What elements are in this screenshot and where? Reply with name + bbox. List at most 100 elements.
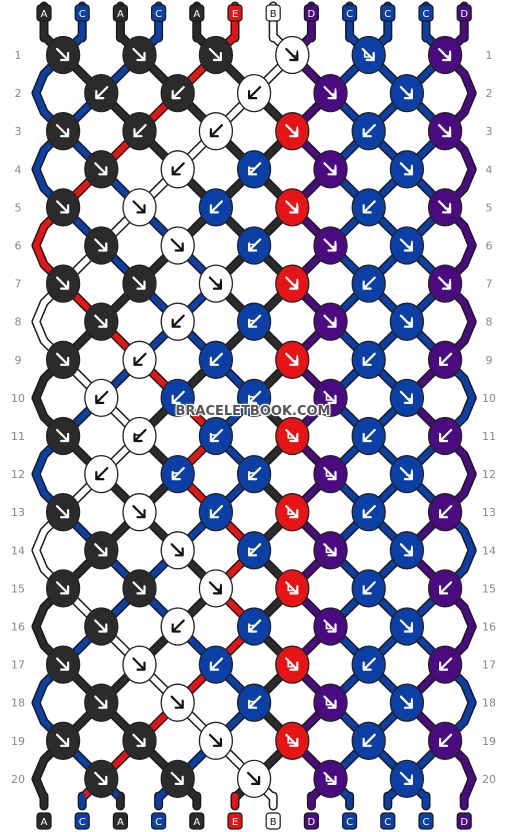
knot-direction-icon <box>132 47 146 62</box>
row-number-left: 6 <box>15 240 22 253</box>
knot <box>198 721 234 760</box>
knot <box>198 35 234 75</box>
thread-segment <box>461 147 476 173</box>
knot <box>122 112 157 151</box>
knot-direction-icon <box>439 505 453 519</box>
knot-direction-icon <box>95 467 109 481</box>
knot-direction-icon <box>209 657 223 671</box>
knot-back-icon <box>248 472 256 480</box>
thread-segment <box>461 452 476 478</box>
knot-back-icon <box>210 434 218 442</box>
knot <box>160 759 195 799</box>
knot-direction-icon <box>171 85 185 100</box>
thread-segment <box>461 394 476 420</box>
knot <box>313 531 348 570</box>
bottom-string-label-text: A <box>41 817 48 828</box>
thread-segment <box>33 547 47 573</box>
knot <box>45 35 81 75</box>
knot <box>351 35 386 75</box>
knot <box>313 378 348 418</box>
knot-direction-icon <box>132 657 146 671</box>
top-string-label: A <box>36 4 52 22</box>
knot-back-icon <box>329 316 337 324</box>
knot-direction-icon <box>94 543 108 557</box>
knot-back-icon <box>406 545 413 553</box>
thread-segment <box>33 299 47 325</box>
row-number-left: 20 <box>11 773 25 786</box>
row-number-left: 2 <box>15 87 22 100</box>
bottom-string-label: C <box>74 812 90 830</box>
knot-back-icon <box>444 126 451 133</box>
row-number-right: 20 <box>482 773 496 786</box>
bottom-string-label-swatch <box>189 812 205 830</box>
row-number-left: 13 <box>11 506 25 519</box>
bottom-string-label: C <box>151 812 167 830</box>
row-number-left: 17 <box>11 659 25 672</box>
thread-segment <box>461 528 476 554</box>
knot <box>122 340 157 379</box>
knot <box>45 340 81 379</box>
top-string-label-swatch <box>456 4 472 22</box>
knot <box>84 302 119 341</box>
knot <box>198 569 234 608</box>
knot-direction-icon <box>55 47 70 62</box>
knot <box>160 454 195 494</box>
bottom-string-label-swatch <box>227 812 243 830</box>
bottom-string-label: D <box>456 812 472 830</box>
knot-back-icon <box>444 202 451 210</box>
knot <box>160 226 195 265</box>
top-string-label-swatch <box>265 4 281 22</box>
knot-direction-icon <box>170 695 184 709</box>
thread-segment <box>33 223 47 249</box>
top-string-label-swatch <box>189 4 205 22</box>
knot-direction-icon <box>439 733 453 747</box>
knot <box>160 531 195 570</box>
knot-direction-icon <box>94 314 108 328</box>
knot-back-icon <box>406 88 413 95</box>
top-string-label-swatch <box>112 4 129 22</box>
bottom-string-label-swatch <box>303 812 319 830</box>
knot <box>198 264 234 303</box>
knot <box>160 607 195 646</box>
row-number-right: 16 <box>482 621 496 634</box>
thread-segment <box>33 394 47 420</box>
knot <box>198 645 234 684</box>
thread-segment <box>33 318 47 344</box>
knot-direction-icon <box>94 619 108 633</box>
knot <box>45 112 81 151</box>
bottom-string-label-text: C <box>346 817 353 828</box>
knot <box>313 150 348 189</box>
knot <box>122 493 157 532</box>
top-string-label: D <box>456 4 472 22</box>
row-number-left: 5 <box>15 201 22 214</box>
row-number-left: 4 <box>15 163 22 176</box>
thread-segment <box>33 242 47 268</box>
knot <box>122 35 157 75</box>
knot-direction-icon <box>439 428 453 443</box>
knot <box>275 112 310 151</box>
knot <box>45 569 81 608</box>
knot-direction-icon <box>209 505 223 519</box>
knot <box>389 759 425 799</box>
knot-direction-icon <box>362 505 376 519</box>
thread-segment <box>33 71 47 97</box>
thread-segment <box>33 680 47 706</box>
knot <box>45 645 81 684</box>
row-number-right: 18 <box>482 697 496 710</box>
row-number-right: 12 <box>482 468 496 481</box>
thread-segment <box>33 147 47 173</box>
knot-direction-icon <box>209 124 223 138</box>
knot-direction-icon <box>55 581 70 595</box>
row-number-right: 11 <box>482 430 496 443</box>
knot <box>313 759 348 799</box>
knot-direction-icon <box>247 771 261 786</box>
bottom-string-label: C <box>380 812 396 830</box>
knot <box>84 607 119 646</box>
knot-back-icon <box>406 164 413 172</box>
knot-back-icon <box>406 697 413 705</box>
knot-direction-icon <box>362 276 376 290</box>
knot-direction-icon <box>170 543 184 557</box>
knot <box>160 302 195 341</box>
